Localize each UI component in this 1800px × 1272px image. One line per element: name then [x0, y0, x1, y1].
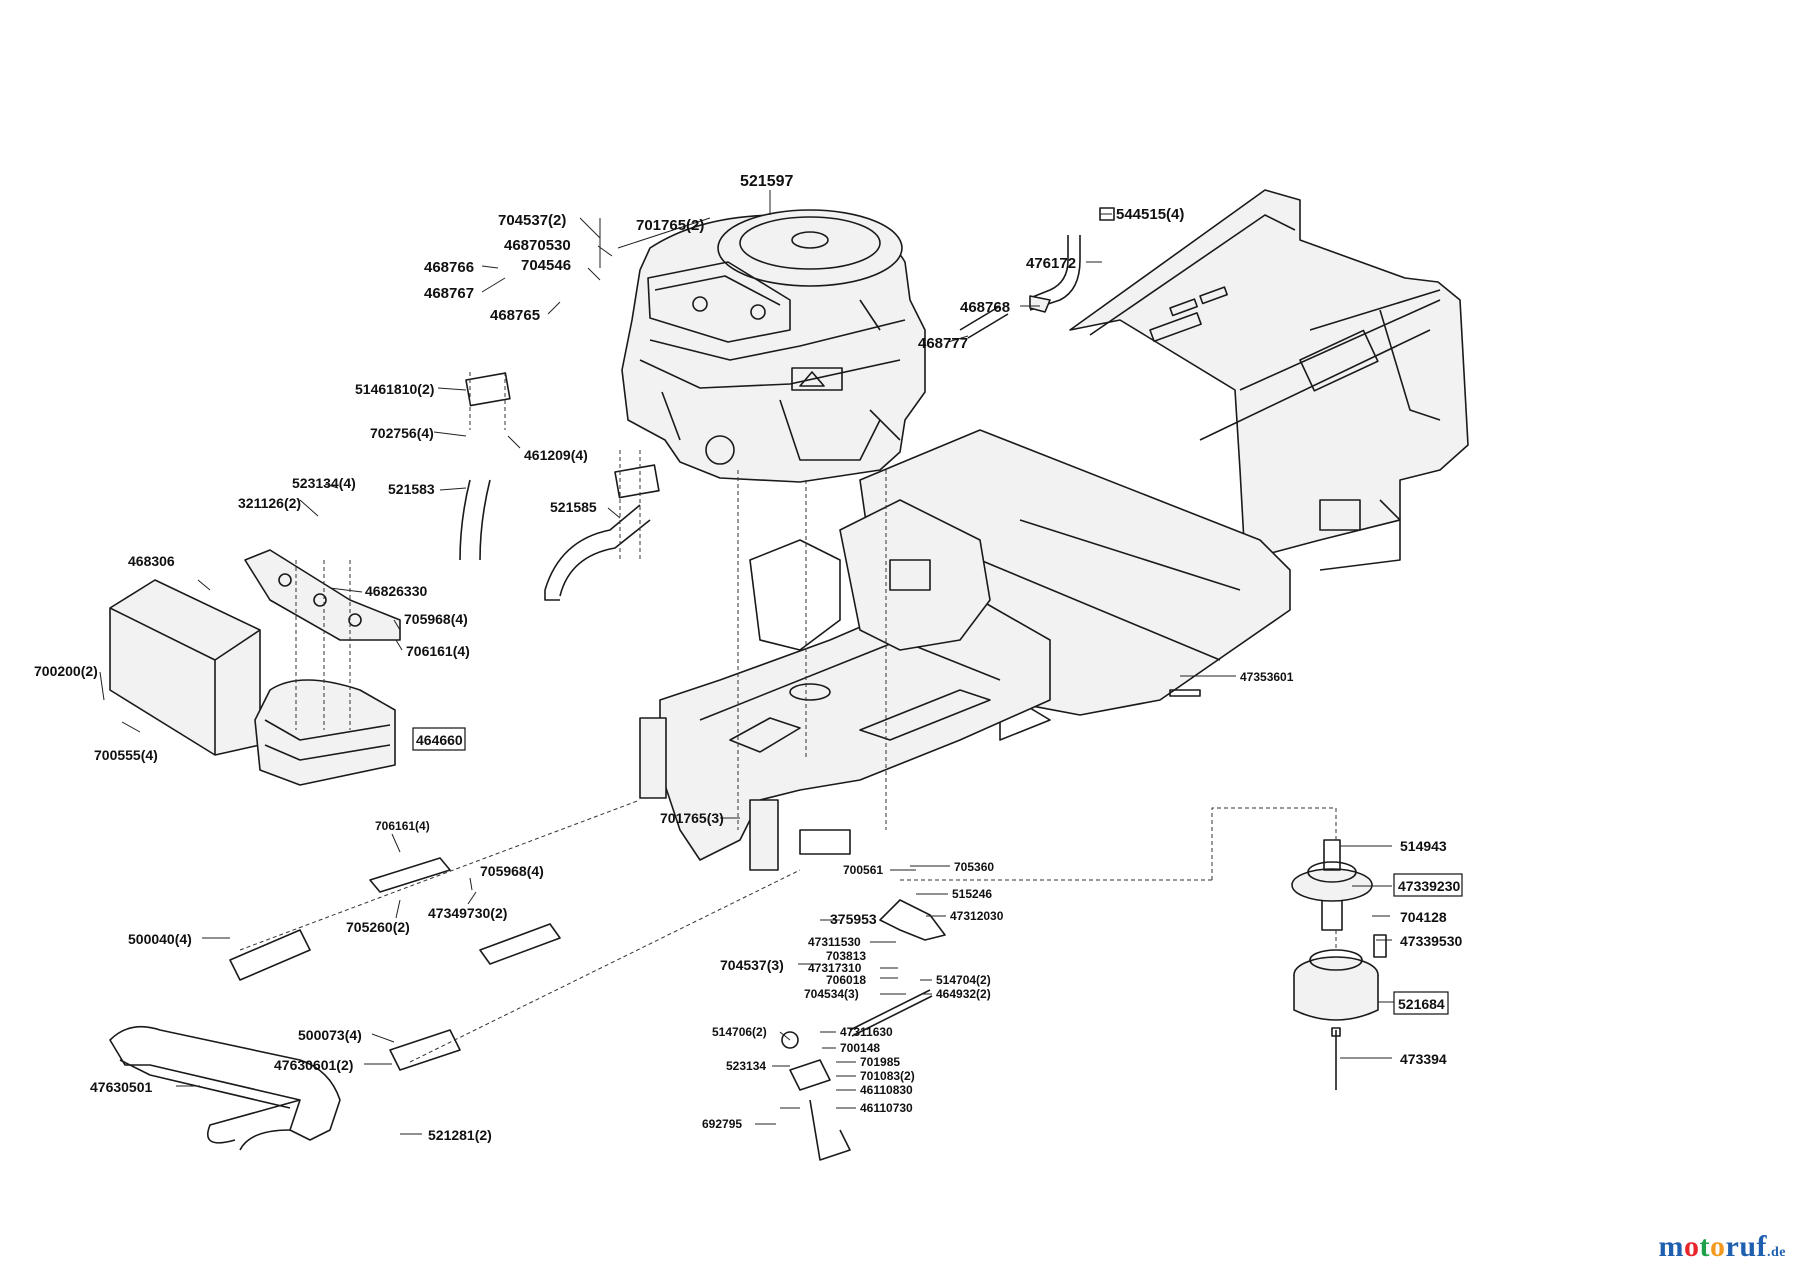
- label-523134[interactable]: 523134: [726, 1059, 766, 1073]
- label-700561[interactable]: 700561: [843, 863, 883, 877]
- label-705360[interactable]: 705360: [954, 860, 994, 874]
- front-bumper-bar[interactable]: [109, 1025, 341, 1151]
- label-47311630[interactable]: 47311630: [840, 1025, 893, 1039]
- pedal-linkage[interactable]: [781, 899, 946, 1161]
- label-468765[interactable]: 468765: [490, 307, 540, 324]
- label-464660[interactable]: 464660: [416, 732, 463, 748]
- label-704537-2[interactable]: 704537(2): [498, 212, 566, 229]
- watermark-logo[interactable]: motoruf.de: [1658, 1230, 1786, 1264]
- label-47349730[interactable]: 47349730(2): [428, 905, 507, 921]
- label-700555[interactable]: 700555(4): [94, 747, 158, 763]
- label-476172[interactable]: 476172: [1026, 255, 1076, 272]
- label-701765-3[interactable]: 701765(3): [660, 810, 724, 826]
- label-705260[interactable]: 705260(2): [346, 919, 410, 935]
- assembly-lines: [239, 372, 1337, 1063]
- label-544515[interactable]: 544515(4): [1116, 206, 1184, 223]
- engine-assembly[interactable]: [621, 209, 926, 483]
- label-47353601[interactable]: 47353601: [1240, 670, 1294, 684]
- label-521684[interactable]: 521684: [1398, 996, 1445, 1012]
- chassis-frame[interactable]: [1069, 189, 1469, 571]
- label-704537-3[interactable]: 704537(3): [720, 957, 784, 973]
- label-375953[interactable]: 375953: [830, 911, 877, 927]
- label-706161-a[interactable]: 706161(4): [406, 643, 470, 659]
- label-47312030[interactable]: 47312030: [950, 909, 1004, 923]
- label-468306[interactable]: 468306: [128, 553, 175, 569]
- label-521281[interactable]: 521281(2): [428, 1127, 492, 1143]
- label-468777[interactable]: 468777: [918, 335, 968, 352]
- label-702756[interactable]: 702756(4): [370, 425, 434, 441]
- label-704546[interactable]: 704546: [521, 257, 571, 274]
- label-521585[interactable]: 521585: [550, 499, 597, 515]
- watermark-suffix: .de: [1767, 1245, 1786, 1260]
- boxed-frames: [412, 727, 1463, 1015]
- label-523134-4[interactable]: 523134(4): [292, 475, 356, 491]
- front-brackets[interactable]: [229, 857, 561, 1071]
- label-468766[interactable]: 468766: [424, 259, 474, 276]
- leader-lines: [99, 190, 1394, 1135]
- label-514706[interactable]: 514706(2): [712, 1025, 767, 1039]
- part-number-labels: 521597 704537(2) 701765(2) 46870530 4687…: [34, 173, 1463, 1143]
- label-705968-b[interactable]: 705968(4): [480, 863, 544, 879]
- label-46110830[interactable]: 46110830: [860, 1083, 913, 1097]
- label-46870530[interactable]: 46870530: [504, 237, 571, 254]
- watermark-brand: motoruf: [1658, 1230, 1767, 1263]
- label-521597[interactable]: 521597: [740, 173, 793, 190]
- label-514943[interactable]: 514943: [1400, 838, 1447, 854]
- label-468767[interactable]: 468767: [424, 285, 474, 302]
- label-47339530[interactable]: 47339530: [1400, 933, 1463, 949]
- label-701083[interactable]: 701083(2): [860, 1069, 915, 1083]
- clutch-bolt[interactable]: [1331, 1027, 1341, 1090]
- label-47630501[interactable]: 47630501: [90, 1079, 153, 1095]
- label-706018[interactable]: 706018: [826, 973, 866, 987]
- label-46110730[interactable]: 46110730: [860, 1101, 913, 1115]
- label-514704[interactable]: 514704(2): [936, 973, 991, 987]
- label-700200[interactable]: 700200(2): [34, 663, 98, 679]
- label-704128[interactable]: 704128: [1400, 909, 1447, 925]
- label-468768[interactable]: 468768: [960, 299, 1010, 316]
- label-46826330[interactable]: 46826330: [365, 583, 428, 599]
- label-705968-a[interactable]: 705968(4): [404, 611, 468, 627]
- fuel-tube[interactable]: [959, 207, 1115, 339]
- label-692795[interactable]: 692795: [702, 1117, 742, 1131]
- label-701985[interactable]: 701985: [860, 1055, 900, 1069]
- exhaust-pipe-right[interactable]: [544, 464, 660, 601]
- muffler-heat-shield[interactable]: [109, 579, 261, 756]
- label-706161-b[interactable]: 706161(4): [375, 819, 430, 833]
- label-473394[interactable]: 473394: [1400, 1051, 1447, 1067]
- label-521583[interactable]: 521583: [388, 481, 435, 497]
- label-461209[interactable]: 461209(4): [524, 447, 588, 463]
- label-500073[interactable]: 500073(4): [298, 1027, 362, 1043]
- pto-clutch[interactable]: [1293, 934, 1387, 1021]
- label-321126[interactable]: 321126(2): [238, 495, 301, 511]
- label-515246[interactable]: 515246: [952, 887, 992, 901]
- label-47339230[interactable]: 47339230: [1398, 878, 1461, 894]
- label-464932[interactable]: 464932(2): [936, 987, 991, 1001]
- engine-pulley[interactable]: [1291, 839, 1373, 931]
- label-701765-2[interactable]: 701765(2): [636, 217, 704, 234]
- exhaust-pipe-left[interactable]: [459, 372, 511, 561]
- label-47317310[interactable]: 47317310: [808, 961, 862, 975]
- label-47311530[interactable]: 47311530: [808, 935, 861, 949]
- muffler[interactable]: [254, 679, 396, 786]
- label-703813[interactable]: 703813: [826, 949, 866, 963]
- label-500040[interactable]: 500040(4): [128, 931, 192, 947]
- main-frame-body[interactable]: [639, 499, 1051, 871]
- label-704534[interactable]: 704534(3): [804, 987, 859, 1001]
- label-51461810[interactable]: 51461810(2): [355, 381, 434, 397]
- label-700148[interactable]: 700148: [840, 1041, 880, 1055]
- label-47630601[interactable]: 47630601(2): [274, 1057, 353, 1073]
